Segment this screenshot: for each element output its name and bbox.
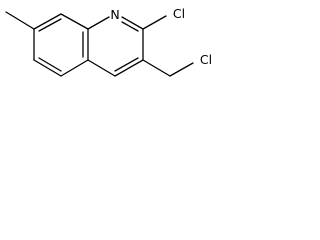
bond-right-ring-double — [114, 57, 139, 72]
bond-methyl — [5, 11, 35, 30]
bond-left-ring-double — [38, 18, 62, 32]
bond-right-ring — [87, 59, 116, 77]
bond-right-ring-double — [121, 21, 139, 32]
bond-left-ring — [33, 13, 62, 30]
bond-left-ring — [33, 59, 62, 77]
bond-right-ring — [121, 16, 144, 30]
atom-label-ring-chlorine: Cl — [173, 6, 185, 21]
atom-labels: N Cl Cl — [110, 6, 212, 67]
bond-to-chloromethyl — [142, 59, 171, 77]
chemical-structure: N Cl Cl — [5, 6, 212, 77]
bond-chloromethyl-chlorine — [169, 62, 194, 77]
atom-label-chloromethyl-chlorine: Cl — [200, 52, 212, 67]
bond-to-ring-chlorine — [142, 15, 167, 30]
atom-label-nitrogen: N — [110, 7, 119, 22]
bond-left-ring — [60, 13, 89, 30]
bond-right-ring — [114, 59, 144, 77]
bond-left-ring — [60, 59, 89, 77]
bond-right-ring — [87, 16, 110, 30]
bond-left-ring-double — [38, 57, 62, 72]
bonds — [5, 11, 194, 77]
